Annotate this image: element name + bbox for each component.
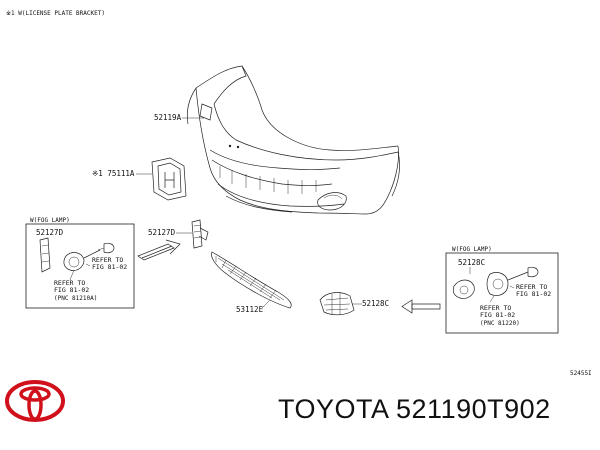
right-inset-refer-alt-2: FIG 81-02 [516, 290, 551, 298]
center-retainer-drawing [191, 219, 209, 249]
part-label-lower-grille: 53112E [236, 305, 264, 314]
license-bracket-note: ※1 W(LICENSE PLATE BRACKET) [6, 10, 105, 17]
bumper-cover-drawing [186, 65, 400, 215]
left-inset-refer-3: (PNC 81210A) [54, 295, 97, 302]
part-label-bumper-cover: 52119A [154, 113, 182, 122]
diagram-code: 52455I [570, 370, 592, 377]
left-inset-refer-alt-2: FIG 81-02 [92, 263, 127, 271]
right-inset-refer-alt-1: REFER TO [516, 283, 547, 291]
right-inset-refer-3: (PNC 81220) [480, 320, 520, 327]
arrow-right-to-bumper [401, 299, 441, 314]
left-inset-title: W(FOG LAMP) [30, 217, 70, 224]
brand-part-number: TOYOTA 521190T902 [278, 394, 551, 424]
left-inset-refer-1: REFER TO [54, 279, 85, 287]
part-label-license-bracket: ※1 75111A [92, 169, 135, 178]
left-inset: W(FOG LAMP) 52127D REFER TO FIG 81-02 (P… [25, 217, 135, 309]
left-inset-part-label: 52127D [36, 228, 64, 237]
right-inset-title: W(FOG LAMP) [452, 246, 492, 253]
license-bracket-drawing [151, 157, 187, 201]
right-cover-drawing [319, 292, 355, 316]
left-inset-refer-2: FIG 81-02 [54, 286, 89, 294]
right-inset-part-label: 52128C [458, 258, 485, 267]
arrow-left-to-bumper [137, 239, 181, 261]
right-inset-refer-2: FIG 81-02 [480, 311, 515, 319]
left-inset-refer-alt-1: REFER TO [92, 256, 123, 264]
right-inset-refer-1: REFER TO [480, 304, 511, 312]
part-label-right-cover: 52128C [362, 299, 389, 308]
part-label-center-retainer: 52127D [148, 228, 176, 237]
lower-grille-drawing [211, 251, 292, 309]
right-inset: W(FOG LAMP) 52128C REFER TO FIG 81-02 (P… [445, 246, 559, 334]
toyota-logo-icon [5, 380, 65, 422]
